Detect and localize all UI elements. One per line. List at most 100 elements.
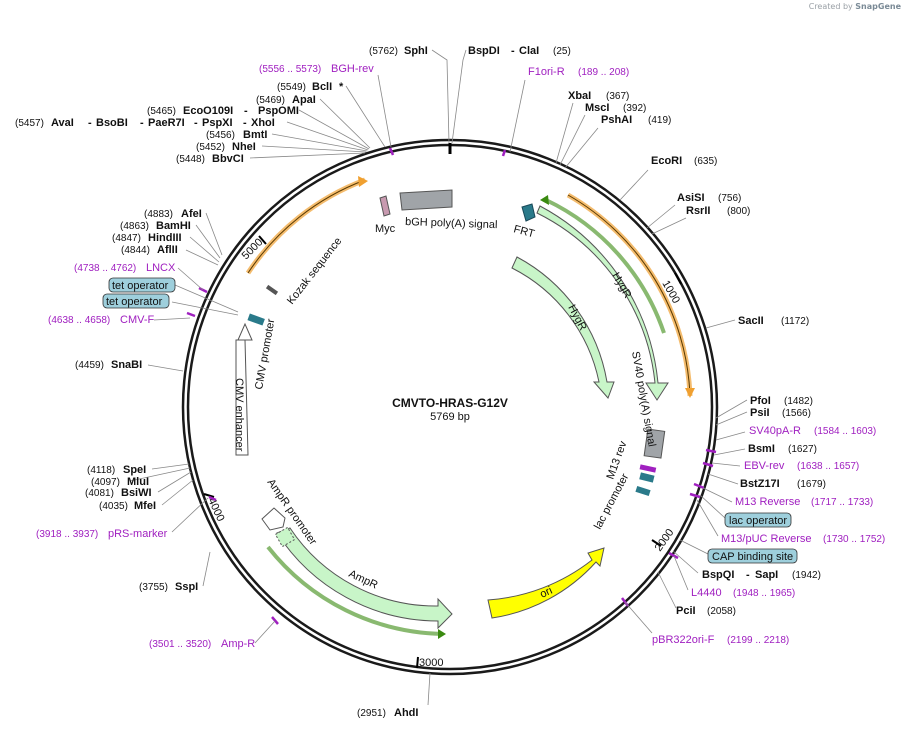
- apaI-label: ApaI: [292, 94, 316, 106]
- kozak-mark: [265, 284, 279, 296]
- ecoRI-pos: (635): [694, 156, 717, 167]
- bspDI-pos: (25): [553, 46, 571, 57]
- nheI-label: NheI: [232, 141, 256, 153]
- ampr-primer-label: Amp-R: [221, 638, 255, 650]
- tet-operator-label-1: tet operator: [112, 280, 169, 292]
- ebv-pos: (1638 .. 1657): [797, 461, 859, 472]
- cmv-promoter-label: CMV promoter: [253, 318, 277, 391]
- sacII-pos: (1172): [781, 316, 809, 327]
- bmtI-pos: (5456): [206, 130, 235, 141]
- orange-arc-left-core: [247, 179, 366, 274]
- bclI-mark: *: [339, 81, 344, 93]
- bghrev-pos: (5556 .. 5573): [259, 64, 321, 75]
- lac-operator-shape: [639, 472, 655, 483]
- bghrev-label: BGH-rev: [331, 63, 374, 75]
- l4440-pos: (1948 .. 1965): [733, 588, 795, 599]
- avaI-sep3: -: [194, 117, 198, 129]
- l4440-mark: [668, 551, 679, 560]
- snapgene-logo: SnapGene: [855, 2, 901, 11]
- ampr-leader: [254, 620, 276, 644]
- bspQI-sep: -: [746, 569, 750, 581]
- bgh-label: bGH poly(A) signal: [405, 216, 498, 231]
- bclI-label: BclI: [312, 81, 332, 93]
- apaI-pos: (5469): [256, 95, 285, 106]
- green-arc-ampr: [266, 545, 444, 636]
- prs-leader: [171, 497, 209, 533]
- hygr-outer-label: HygR: [609, 271, 633, 301]
- nheI-pos: (5452): [196, 142, 225, 153]
- snaBI-label: SnaBI: [111, 359, 142, 371]
- bclI-leader: [345, 85, 386, 148]
- rsrII-leader: [651, 217, 687, 235]
- hindIII-leader: [189, 236, 220, 263]
- pshAI-leader: [564, 127, 599, 169]
- m13rev-pos: (1717 .. 1733): [811, 497, 873, 508]
- pshAI-label: PshAI: [601, 114, 632, 126]
- lac-operator-box: [724, 512, 792, 528]
- green-arc-hygr: [545, 198, 666, 334]
- ecoO109I-leader: [298, 109, 370, 150]
- ecoRI-label: EcoRI: [651, 155, 682, 167]
- sv40pa-r-mark: [705, 448, 717, 454]
- pfoI-leader: [715, 399, 748, 419]
- bstZ17I-pos: (1679): [797, 479, 826, 490]
- lac-operator-label: lac operator: [729, 515, 787, 527]
- asiSI-label: AsiSI: [677, 192, 705, 204]
- tet-operator-box-1: [108, 277, 176, 293]
- sacII-leader: [705, 319, 736, 329]
- tick-1000: [674, 272, 682, 285]
- mfeI-label: MfeI: [134, 500, 156, 512]
- orange-arc-right-core: [567, 194, 691, 397]
- sphI-leader: [431, 49, 450, 144]
- bspQI-leader: [672, 550, 699, 574]
- bbvCI-pos: (5448): [176, 154, 205, 165]
- aflII-leader: [185, 249, 219, 266]
- ori-arrow: [487, 547, 605, 619]
- m13rev-leader: [702, 487, 733, 503]
- bgh-rev-mark: [388, 147, 395, 156]
- speI-pos: (4118): [87, 465, 115, 476]
- hygr-inner-label: HygR: [565, 303, 589, 333]
- tick-5000: [258, 235, 267, 245]
- ampr-arrow: [276, 527, 453, 630]
- green-arc-hygr-head: [540, 195, 549, 205]
- xbaI-pos: (367): [606, 91, 629, 102]
- lacop-leader: [699, 494, 726, 519]
- m13puc-pos: (1730 .. 1752): [823, 534, 885, 545]
- psiI-leader: [715, 411, 748, 426]
- bstZ17I-label: BstZ17I: [740, 478, 780, 490]
- tetop1-leader: [174, 284, 239, 313]
- ampr-promoter-dashed: [274, 526, 296, 548]
- pciI-leader: [657, 571, 677, 609]
- credit-prefix: Created by: [808, 2, 853, 11]
- bghrev-leader: [377, 74, 392, 148]
- pbr322-label: pBR322ori-F: [652, 634, 715, 646]
- ahdI-pos: (2951): [357, 708, 386, 719]
- kozak-label: Kozak sequence: [285, 235, 345, 306]
- tick-4000: [203, 493, 215, 498]
- ecoO109I-label: EcoO109I: [183, 105, 233, 117]
- plasmid-name: CMVTO-HRAS-G12V: [392, 396, 508, 410]
- avaI-pos: (5457): [15, 118, 44, 129]
- tick-3000-label: 3000: [419, 657, 443, 669]
- aflII-label: AflII: [157, 244, 178, 256]
- afeI-pos: (4883): [144, 209, 173, 220]
- l4440-leader: [673, 555, 689, 591]
- mluI-leader: [129, 467, 191, 482]
- avaI-sep2: -: [140, 117, 144, 129]
- bsmI-leader: [713, 448, 746, 456]
- prs-pos: (3918 .. 3937): [36, 529, 98, 540]
- sphI-label: SphI: [404, 45, 428, 57]
- ebv-leader: [711, 462, 741, 467]
- bspDI-leader: [451, 49, 467, 144]
- mscI-pos: (392): [623, 103, 646, 114]
- cmv-enhancer-label: CMV enhancer: [233, 378, 245, 452]
- pspXI-label: PspXI: [202, 117, 233, 129]
- bmtI-leader: [271, 133, 368, 152]
- tick-2000: [651, 539, 662, 547]
- rsrII-pos: (800): [727, 206, 750, 217]
- pshAI-pos: (419): [648, 115, 671, 126]
- plasmid-length: 5769 bp: [430, 411, 470, 423]
- ampr-primer-pos: (3501 .. 3520): [149, 639, 211, 650]
- cap-leader: [679, 539, 713, 557]
